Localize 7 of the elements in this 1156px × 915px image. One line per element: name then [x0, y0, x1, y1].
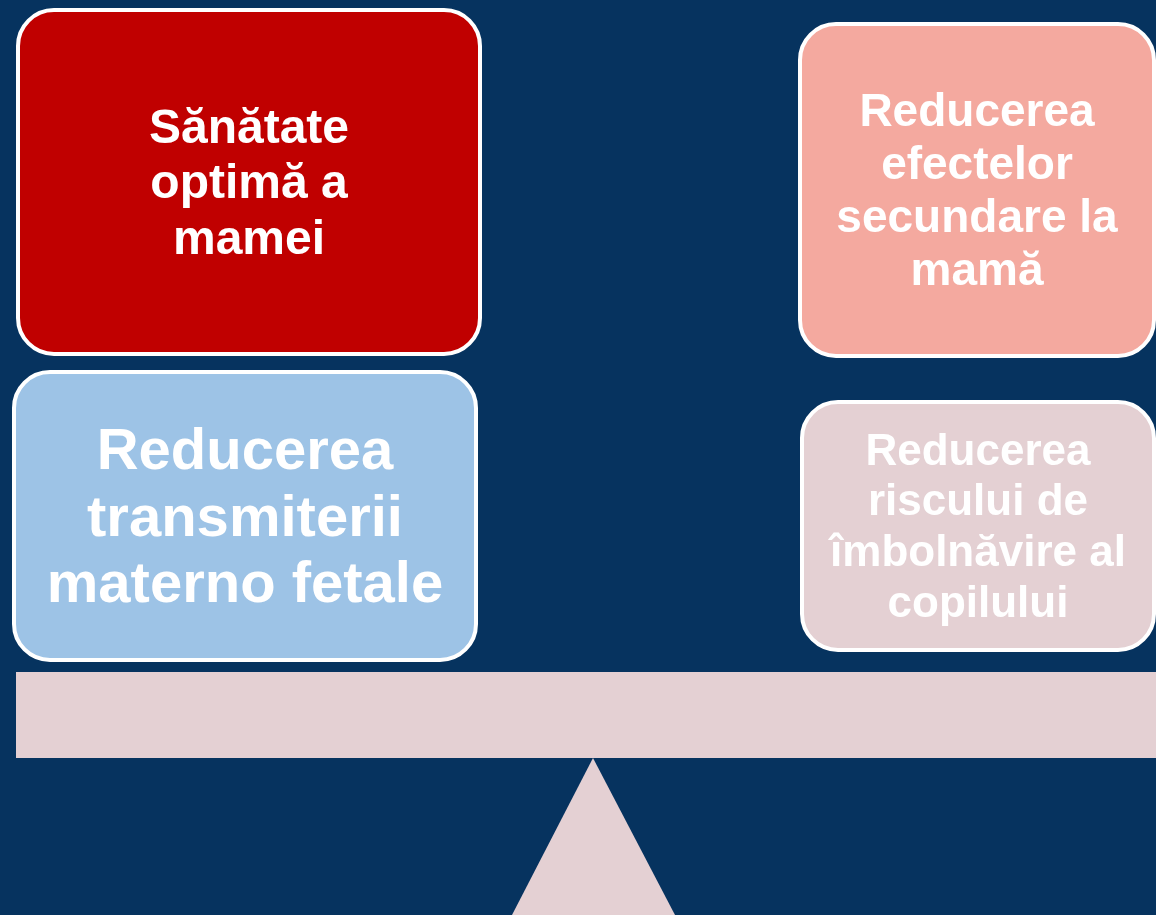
card-text: Reducerea efectelor secundare la mamă: [835, 84, 1119, 296]
card-text: Reducerea transmiterii materno fetale: [45, 415, 445, 617]
card-text: Sănătate optimă a mamei: [147, 99, 351, 265]
text-card: [12, 370, 478, 662]
text-card: [798, 22, 1156, 358]
text-card: [16, 8, 482, 356]
text-card: [800, 400, 1156, 652]
